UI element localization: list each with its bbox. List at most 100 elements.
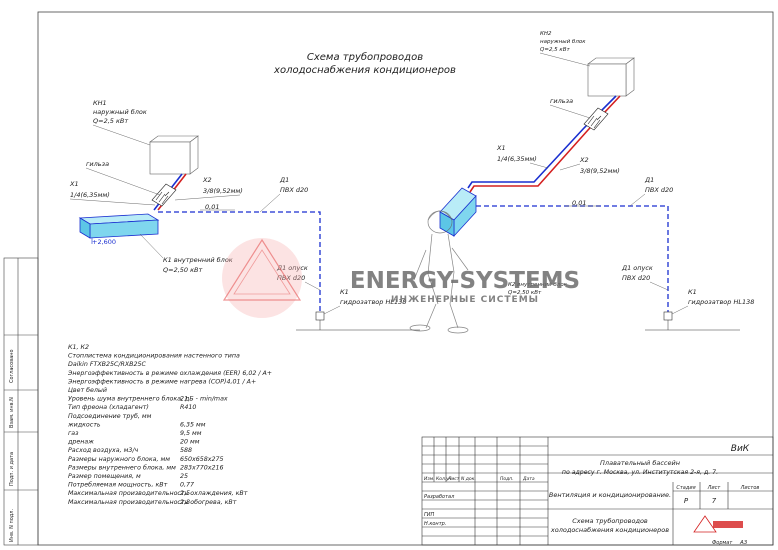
spec-row-label: дренаж	[67, 439, 94, 446]
left-trap	[315, 311, 325, 321]
tb-col-kol: Кол.уч	[436, 476, 452, 482]
kn1-desc: наружный блок	[93, 108, 147, 116]
spec-row-label: Максимальная производительность обогрева…	[68, 498, 237, 506]
company-logo	[693, 515, 743, 533]
right-x2-size: 3/8(9,52мм)	[580, 167, 620, 175]
right-d1-pipe: ПВХ d20	[645, 186, 673, 194]
kn2-desc: наружный блок	[540, 39, 586, 45]
spec-row-value: 25	[180, 473, 188, 480]
tb-role-ncontr: Н.контр.	[424, 521, 446, 527]
spec-row-value: 283х770х216	[180, 464, 224, 471]
right-system: КН2 наружный блок Q=2,5 кВт гильза Х1 1/…	[439, 31, 754, 331]
diagram-title-line2: холодоснабжения кондиционеров	[273, 64, 456, 76]
tb-stage: Р	[684, 497, 689, 505]
right-slope: 0,01	[572, 199, 586, 207]
tb-col-ndoc: N док.	[461, 476, 476, 482]
spec-row-label: Энергоэффективность в режиме охлаждения …	[67, 370, 272, 377]
kn2-power: Q=2,5 кВт	[540, 47, 571, 53]
spec-row-value: 0,77	[180, 482, 194, 489]
spec-row-value: 2,5	[180, 490, 190, 497]
right-x1-label: Х1	[496, 144, 506, 152]
outdoor-unit-kn1	[149, 135, 199, 175]
left-d1-label: Д1	[279, 176, 289, 184]
right-x2-label: Х2	[579, 156, 589, 164]
left-trap-desc: гидрозатвор HL138	[340, 298, 406, 306]
kn1-name: КН1	[93, 99, 107, 107]
tb-format: А3	[739, 540, 748, 546]
watermark-brand: ENERGY-SYSTEMS	[350, 268, 580, 294]
left-d1-pipe: ПВХ d20	[280, 186, 308, 194]
watermark: ENERGY-SYSTEMS ИНЖЕНЕРНЫЕ СИСТЕМЫ	[222, 210, 580, 334]
left-drain-line	[158, 211, 321, 312]
left-slope: 0,01	[205, 203, 219, 211]
tb-section: Вентиляция и кондиционирование.	[549, 491, 671, 499]
spec-row-label: Размер помещения, м	[68, 473, 141, 480]
spec-row-label: Размеры внутреннего блока, мм	[68, 463, 176, 471]
spec-row-value: 20 мм	[180, 439, 200, 446]
spec-row-value: R410	[180, 404, 196, 411]
specifications: К1, К2 Стоплистема кондиционирования наст…	[67, 344, 272, 506]
stamp-inv: Инв. N подл.	[9, 509, 15, 542]
spec-row-label: Стоплистема кондиционирования настенного…	[68, 353, 240, 360]
spec-row-value: 2,8	[180, 499, 190, 506]
left-sleeve-label: гильза	[86, 160, 109, 168]
spec-row-label: Размеры наружного блока, мм	[68, 455, 170, 463]
spec-row-label: Максимальная производительность охлажден…	[68, 490, 248, 497]
left-sleeve	[151, 183, 177, 207]
indoor-unit-k1	[78, 213, 160, 239]
spec-row-value: 650х658х275	[180, 456, 224, 463]
stamp-replace: Взам. инв.N	[9, 397, 15, 428]
spec-row-label: жидкость	[67, 421, 101, 428]
left-x2-label: Х2	[202, 176, 212, 184]
k1-power: Q=2,50 кВт	[163, 266, 202, 274]
stamp-sign-date: Подп. и дата	[9, 452, 15, 486]
tb-role-developer: Разработал	[424, 494, 455, 500]
left-x2-size: 3/8(9,52мм)	[203, 187, 243, 195]
spec-row-label: Уровень шума внутреннего блока, дБ - min…	[68, 395, 228, 403]
spec-row-label: Тип фреона (хладагент)	[68, 404, 149, 411]
spec-row-label: Энергоэффективность в режиме нагрева (CO…	[67, 378, 256, 385]
tb-project-line1: Плавательный бассейн	[600, 459, 680, 467]
watermark-triangle-icon	[222, 238, 302, 301]
right-x1-size: 1/4(6,35мм)	[497, 155, 537, 163]
right-sleeve-label: гильза	[550, 97, 573, 105]
right-drop-pipe: ПВХ d20	[622, 274, 650, 282]
left-trap-label: К1	[340, 288, 349, 296]
right-sleeve	[583, 107, 609, 131]
spec-row-label: Daikin FTXB25C/RXB25C	[68, 361, 146, 368]
tb-col-data: Дата	[522, 476, 535, 482]
tb-col-izm: Изм.	[424, 476, 435, 482]
right-drop-label: Д1 опуск	[621, 264, 653, 272]
watermark-sub: ИНЖЕНЕРНЫЕ СИСТЕМЫ	[391, 295, 539, 305]
tb-sheets-header: Листов	[740, 485, 760, 491]
tb-code: ВиК	[731, 444, 750, 454]
kn1-power: Q=2,5 кВт	[93, 117, 128, 125]
k2-name: К2 внутренний блок	[508, 282, 568, 288]
spec-row-label: К1, К2	[68, 344, 89, 351]
right-trap	[663, 311, 673, 321]
left-system: КН1 наружный блок Q=2,5 кВт гильза Х1 1/…	[69, 99, 420, 331]
tb-sheet-header: Лист	[707, 485, 722, 491]
tb-drawing-line1: Схема трубопроводов	[572, 517, 648, 525]
spec-row-label: Потребляемая мощность, кВт	[68, 481, 168, 489]
stamp-agreed: Согласовано	[9, 349, 15, 383]
spec-row-value: 9,5 мм	[180, 430, 202, 437]
left-x1-size: 1/4(6,35мм)	[70, 191, 110, 199]
right-trap-label: К1	[688, 288, 697, 296]
spec-row-label: Подсоединение труб, мм	[68, 412, 152, 420]
tb-format-label: Формат	[712, 540, 733, 546]
kn2-name: КН2	[540, 31, 552, 37]
tb-sheet: 7	[712, 497, 717, 505]
spec-row-value: 588	[180, 447, 192, 454]
spec-row-label: Расход воздуха, м3/ч	[68, 447, 139, 454]
spec-row-value: 6,35 мм	[180, 421, 206, 428]
watermark-figure-icon	[409, 210, 469, 334]
right-d1-label: Д1	[644, 176, 654, 184]
side-stamp: Согласовано Взам. инв.N Подп. и дата Инв…	[3, 257, 39, 546]
diagram-title-line1: Схема трубопроводов	[307, 51, 423, 63]
k1-name: К1 внутренний блок	[163, 256, 233, 264]
spec-row-value: 21	[180, 396, 188, 403]
right-drain-line	[476, 205, 669, 312]
spec-row-label: Цвет белый	[68, 386, 107, 394]
